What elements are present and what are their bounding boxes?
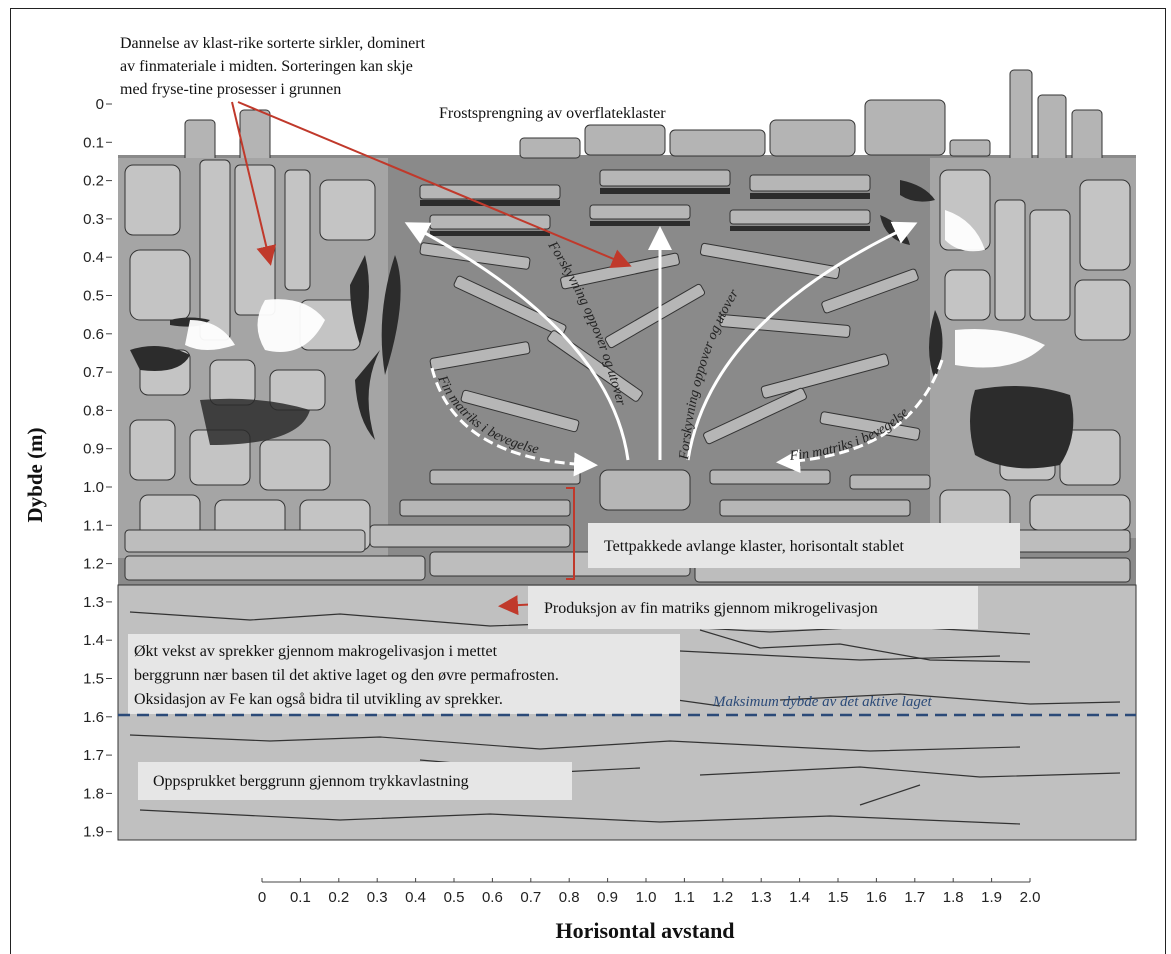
y-tick-label: 0.5 (83, 288, 104, 305)
y-tick-label: 1.1 (83, 517, 104, 534)
x-tick-label: 0.6 (482, 889, 503, 906)
x-axis-title: Horisontal avstand (555, 918, 734, 943)
y-tick-label: 0.4 (83, 249, 104, 266)
x-tick-label: 1.8 (943, 889, 964, 906)
x-tick-label: 0.4 (405, 889, 426, 906)
x-tick-label: 0.7 (520, 889, 541, 906)
x-tick-label: 2.0 (1020, 889, 1041, 906)
y-tick-label: 0.8 (83, 402, 104, 419)
y-tick-label: 0 (96, 96, 104, 113)
x-axis: 0 0.1 0.2 0.3 0.4 0.5 0.6 0.7 0.8 0.9 1.0 1.1 1.2 1.3… (258, 878, 1041, 906)
y-tick-label: 1.0 (83, 479, 104, 496)
annotation-macro-gelivation: Økt vekst av sprekker gjennom makrogeliv… (134, 643, 563, 708)
y-tick-label: 1.4 (83, 632, 104, 649)
x-tick-label: 1.6 (866, 889, 887, 906)
annotation-frost-shatter: Frostsprengning av overflateklaster (439, 105, 666, 122)
y-tick-label: 1.3 (83, 594, 104, 611)
x-tick-label: 1.7 (904, 889, 925, 906)
x-tick-label: 1.0 (636, 889, 657, 906)
y-tick-label: 0.7 (83, 364, 104, 381)
x-tick-label: 1.1 (674, 889, 695, 906)
y-axis: 0 0.1 0.2 0.3 0.4 0.5 0.6 0.7 0.8 0.9 1.0 1.1 1.2 1.3… (83, 96, 112, 841)
y-tick-label: 0.6 (83, 326, 104, 343)
y-tick-label: 1.9 (83, 824, 104, 841)
y-tick-label: 1.7 (83, 747, 104, 764)
annotation-micro-gelivation: Produksjon av fin matriks gjennom mikrog… (544, 600, 878, 617)
x-tick-label: 0.8 (559, 889, 580, 906)
x-tick-label: 1.9 (981, 889, 1002, 906)
x-tick-label: 1.4 (789, 889, 810, 906)
y-tick-label: 1.6 (83, 709, 104, 726)
right-sorted-circle (900, 158, 1136, 538)
y-tick-label: 0.2 (83, 173, 104, 190)
y-tick-label: 1.8 (83, 785, 104, 802)
x-tick-label: 0 (258, 889, 266, 906)
y-tick-label: 0.3 (83, 211, 104, 228)
annotation-sorted-circles: Dannelse av klast-rike sorterte sirkler,… (120, 35, 429, 98)
x-tick-label: 0.5 (444, 889, 465, 906)
y-tick-label: 0.1 (83, 134, 104, 151)
x-tick-label: 0.3 (367, 889, 388, 906)
y-tick-label: 1.2 (83, 556, 104, 573)
x-tick-label: 1.3 (751, 889, 772, 906)
annotation-max-depth: Maksimum dybde av det aktive laget (712, 694, 933, 710)
y-axis-title: Dybde (m) (23, 427, 47, 522)
y-tick-label: 0.9 (83, 441, 104, 458)
annotation-packed-clasts: Tettpakkede avlange klaster, horisontalt… (604, 538, 904, 555)
x-tick-label: 1.5 (828, 889, 849, 906)
left-sorted-circle (118, 158, 388, 558)
annotation-unloading: Oppsprukket berggrunn gjennom trykkavlas… (153, 773, 469, 790)
x-tick-label: 0.9 (597, 889, 618, 906)
x-tick-label: 0.1 (290, 889, 311, 906)
x-tick-label: 1.2 (712, 889, 733, 906)
x-tick-label: 0.2 (328, 889, 349, 906)
y-tick-label: 1.5 (83, 671, 104, 688)
